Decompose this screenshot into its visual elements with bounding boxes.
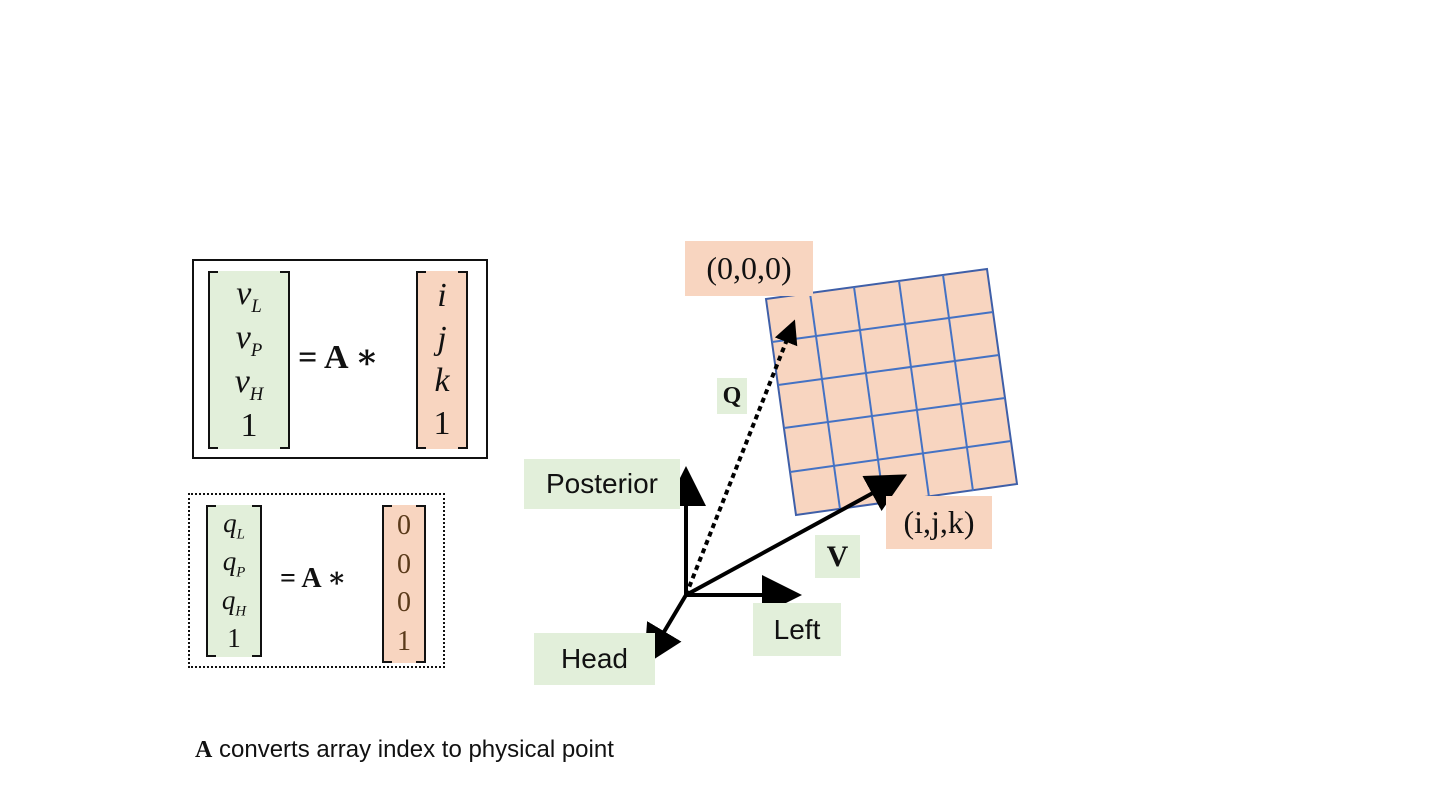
vector-entry: k [434, 362, 450, 400]
vector-entry: qP [222, 546, 246, 581]
equation-q-box: qL qP qH 1 = A ∗ 0 0 0 1 [188, 493, 445, 668]
head-label: Head [534, 633, 655, 685]
posterior-label: Posterior [524, 459, 680, 509]
vector-entry: j [437, 319, 447, 357]
caption-bold: A [195, 737, 213, 763]
vector-entry: i [437, 277, 447, 315]
q-vector-label: Q [717, 378, 747, 414]
equation-operator: = A ∗ [298, 339, 379, 376]
head-axis [643, 593, 688, 666]
voxel-grid [764, 267, 1019, 517]
vector-entry: vL [236, 275, 262, 318]
v-vector-arrow [685, 474, 908, 597]
caption-text: converts array index to physical point [212, 736, 614, 763]
equation-v-box: vL vP vH 1 = A ∗ i j k 1 [192, 259, 488, 459]
vector-entry: 1 [240, 406, 258, 444]
vector-entry: 0 [397, 587, 411, 619]
q-vector-arrow [684, 319, 798, 596]
index-coord-label: (i,j,k) [886, 496, 992, 549]
v-vector-label: V [815, 535, 860, 578]
physical-vector-q: qL qP qH 1 [206, 505, 262, 657]
vector-entry: 0 [397, 510, 411, 542]
equation-operator: = A ∗ [280, 563, 347, 594]
grid-fill [764, 267, 1019, 517]
left-label: Left [753, 603, 841, 656]
vector-entry: qL [223, 508, 245, 543]
vector-entry: vH [234, 362, 264, 405]
caption: A converts array index to physical point [195, 736, 614, 764]
vector-entry: qH [221, 584, 247, 619]
grid-lines [771, 274, 1012, 510]
index-vector-origin: 0 0 0 1 [382, 505, 426, 663]
vector-entry: vP [235, 319, 263, 361]
origin-coord-label: (0,0,0) [685, 241, 813, 296]
index-vector-ijk: i j k 1 [416, 271, 468, 449]
vector-entry: 1 [433, 404, 451, 442]
physical-vector-v: vL vP vH 1 [208, 271, 290, 449]
vector-entry: 0 [397, 548, 411, 580]
vector-entry: 1 [397, 625, 411, 657]
vector-entry: 1 [227, 622, 241, 653]
